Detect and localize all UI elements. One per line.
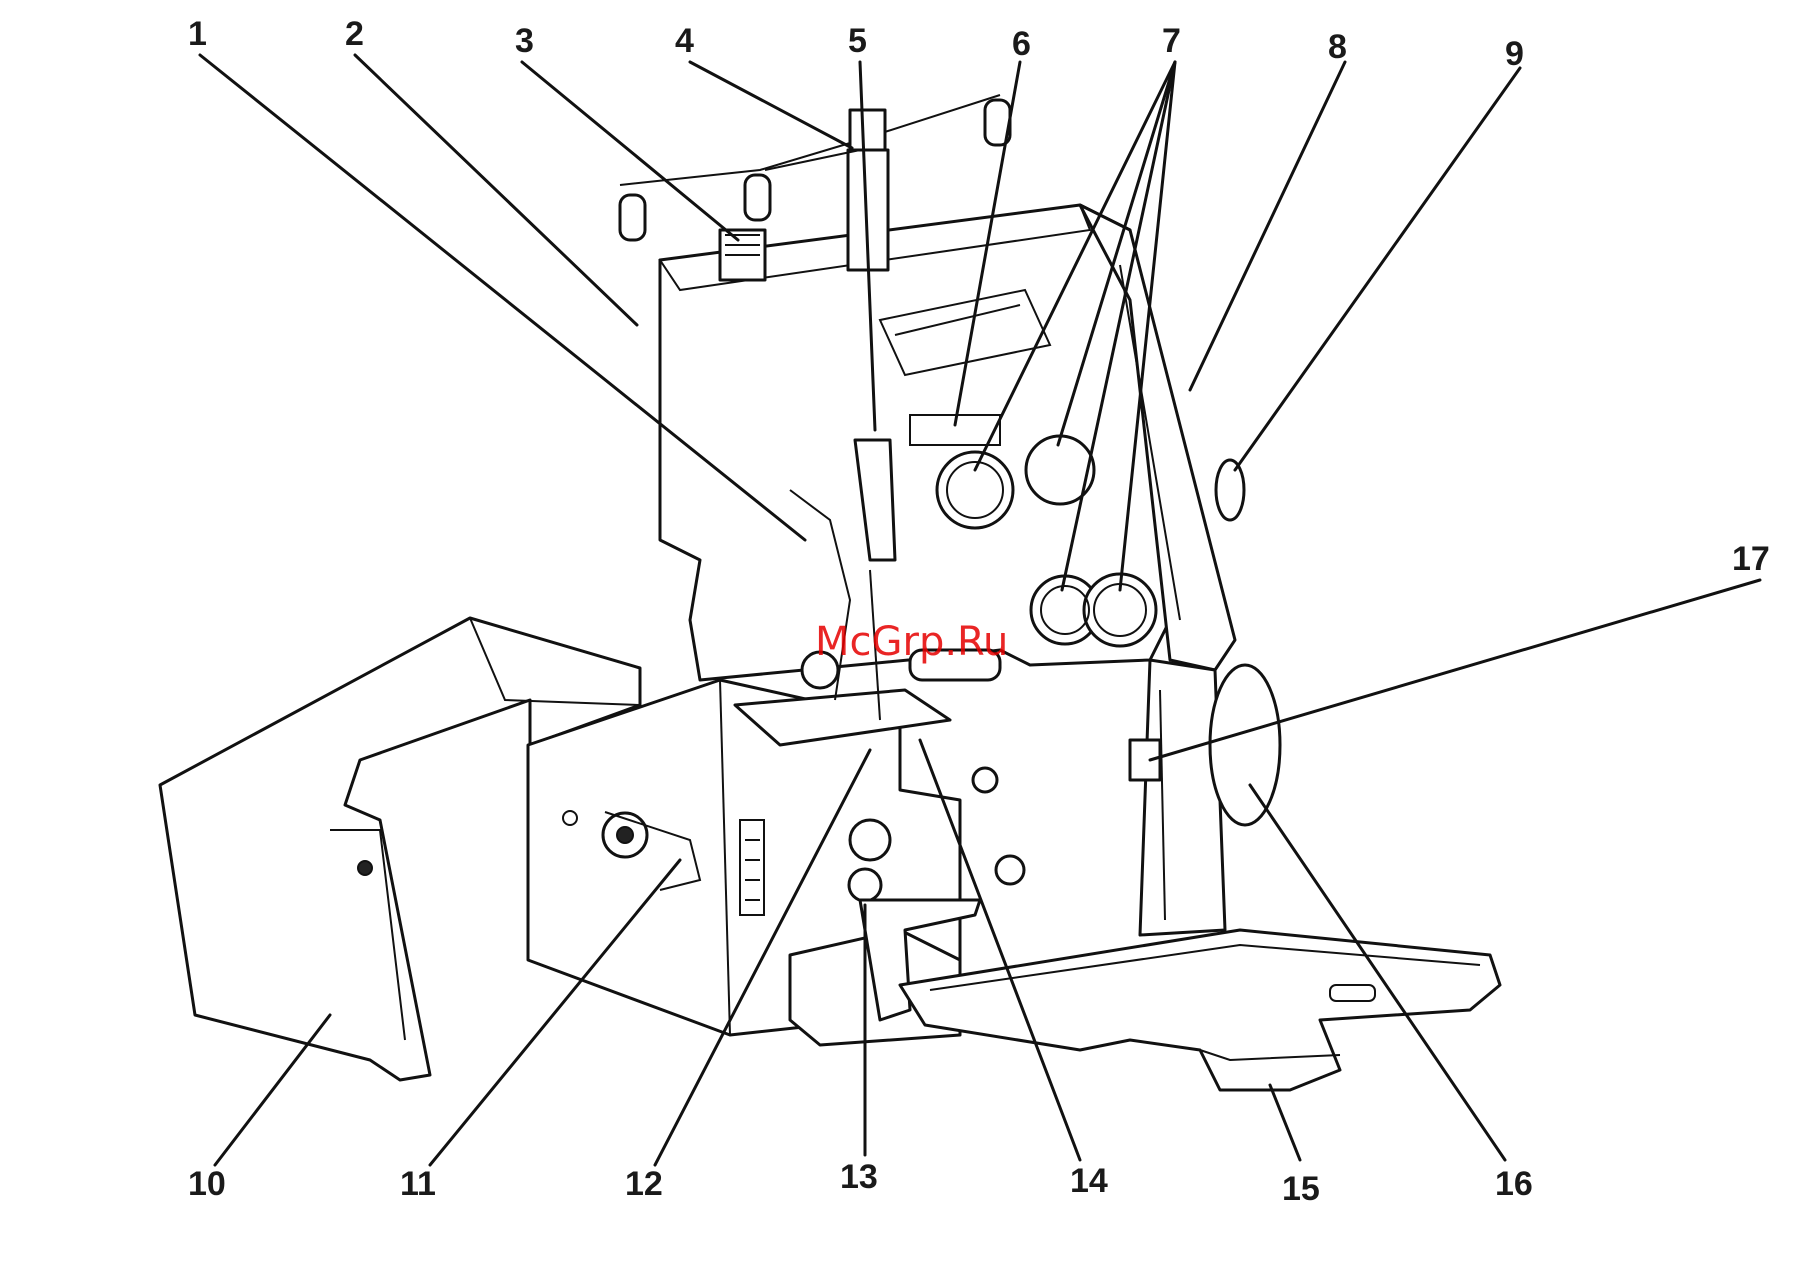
callout-label-13: 13: [840, 1158, 878, 1196]
callout-label-4: 4: [675, 22, 694, 60]
watermark-text: McGrp.Ru: [815, 619, 1008, 665]
callout-label-15: 15: [1282, 1170, 1320, 1208]
waste-tray: [900, 930, 1500, 1090]
callout-label-9: 9: [1505, 35, 1524, 73]
callout-label-17: 17: [1732, 540, 1770, 578]
callout-label-8: 8: [1328, 28, 1347, 66]
callout-label-2: 2: [345, 15, 364, 53]
callout-label-7: 7: [1162, 22, 1181, 60]
side-plate: [1130, 740, 1160, 780]
callout-label-1: 1: [188, 15, 207, 53]
callout-label-3: 3: [515, 22, 534, 60]
machine-drawing: [160, 95, 1500, 1090]
callout-label-12: 12: [625, 1165, 663, 1203]
callout-label-5: 5: [848, 22, 867, 60]
callout-label-10: 10: [188, 1165, 226, 1203]
callout-label-6: 6: [1012, 25, 1031, 63]
callout-label-11: 11: [400, 1165, 436, 1203]
callout-label-16: 16: [1495, 1165, 1533, 1203]
callout-label-14: 14: [1070, 1162, 1108, 1200]
